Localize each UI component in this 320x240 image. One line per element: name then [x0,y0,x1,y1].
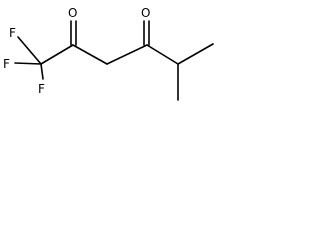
bond-c5-methyl-upper [177,43,214,65]
chemical-structure-diagram: F F F O O [3,6,214,101]
bond-c2-c3 [72,44,108,65]
bond-c1-f-top [17,36,42,65]
bond-c1-c2 [40,44,74,65]
atom-oxygen-right: O [141,6,150,20]
atom-fluorine-bottom: F [38,82,45,96]
bond-network [14,20,214,101]
atom-labels: F F F O O [3,6,150,96]
atom-fluorine-left: F [3,57,10,71]
bond-c3-c4 [106,44,148,65]
bond-c4-c5 [146,44,179,65]
atom-fluorine-top: F [9,26,16,40]
bond-c1-f-left [14,62,42,65]
bond-c1-f-bottom [40,63,44,80]
atom-oxygen-left: O [68,6,77,20]
